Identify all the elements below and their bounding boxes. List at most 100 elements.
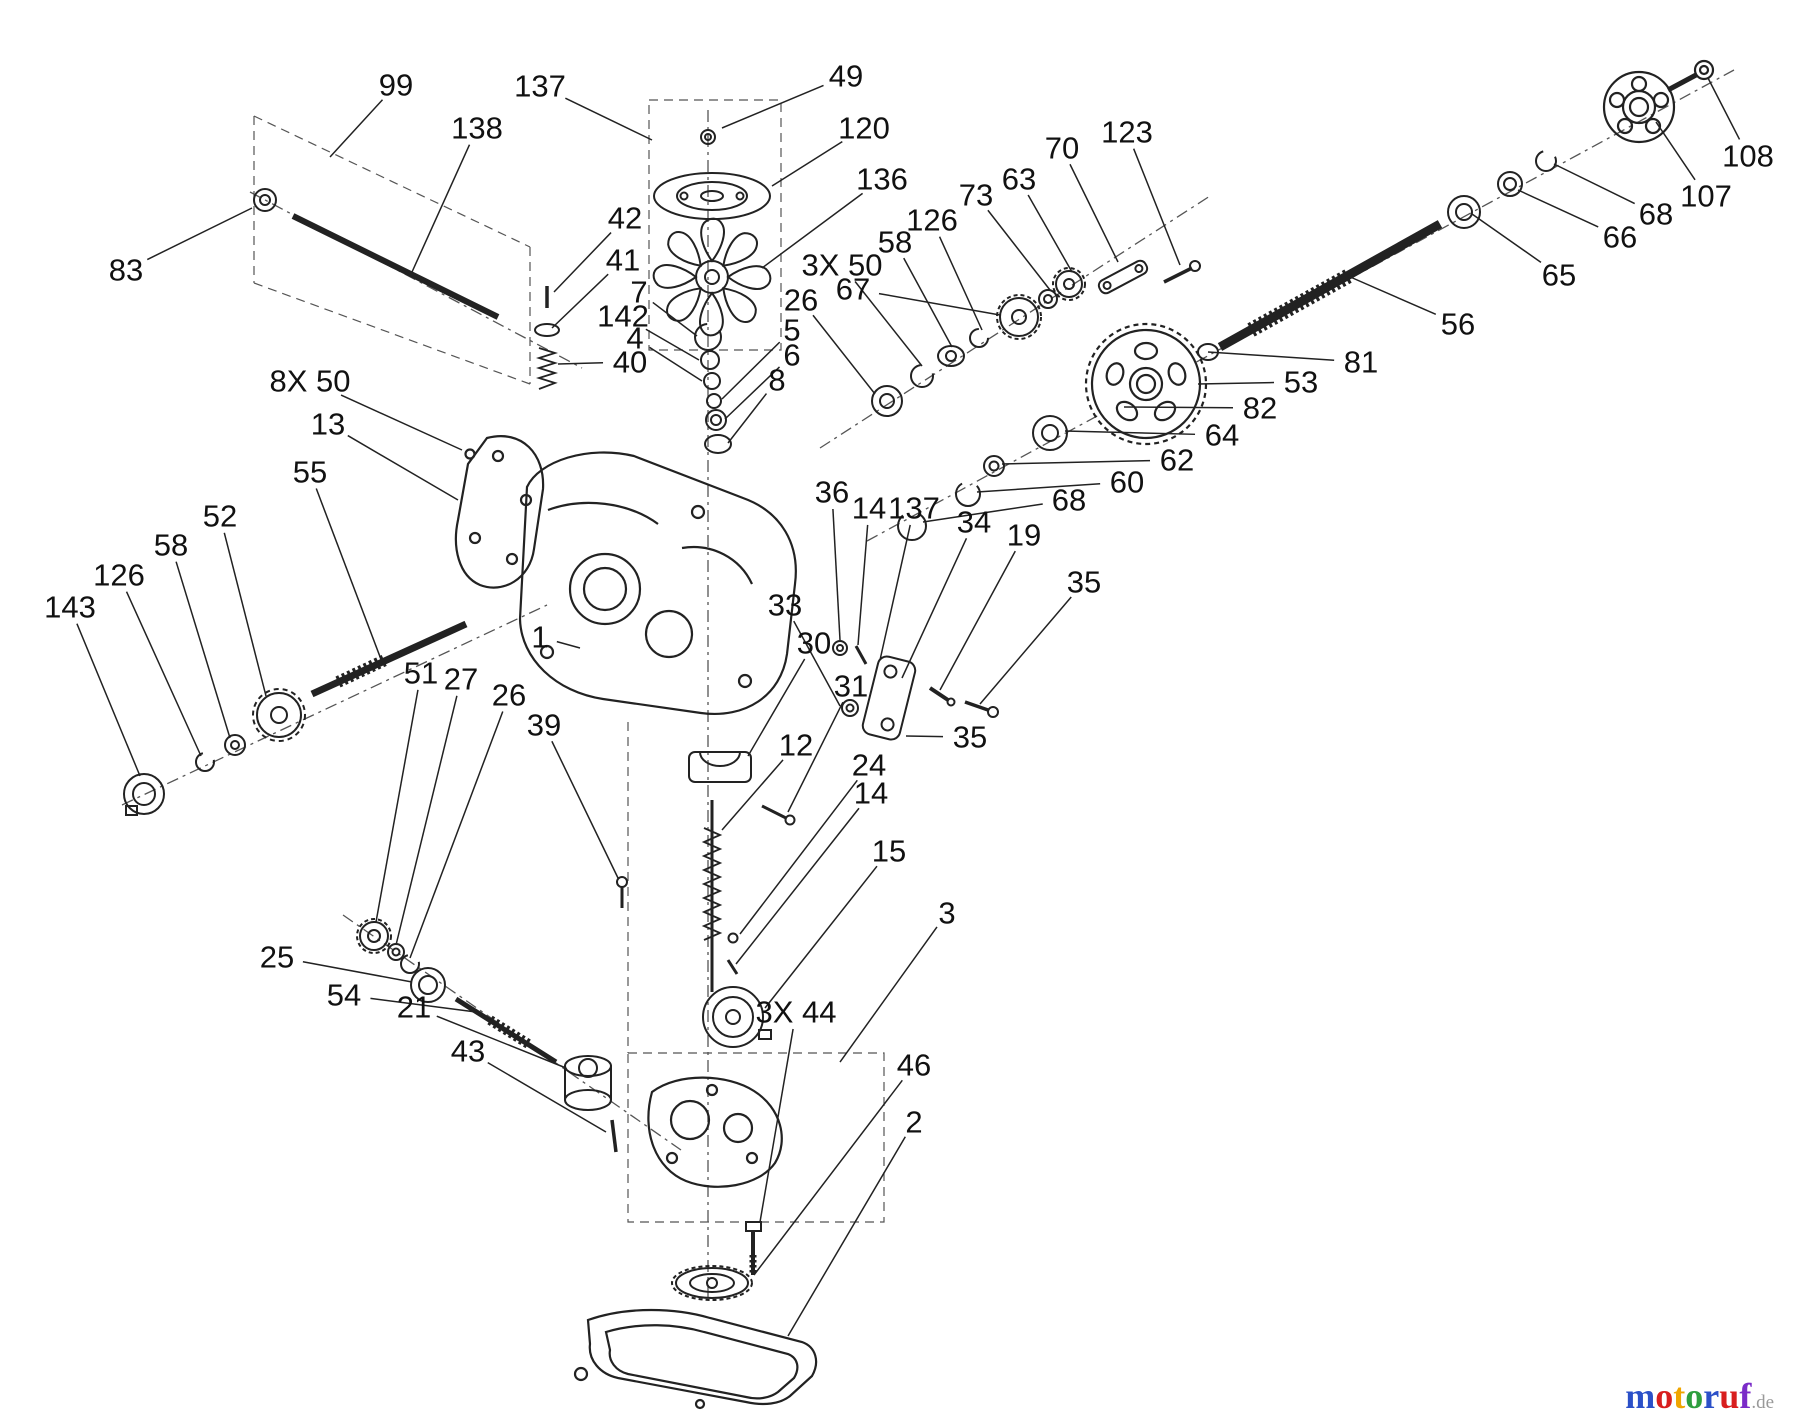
part-label: 15 xyxy=(872,834,906,869)
part-label: 36 xyxy=(815,475,849,510)
brake-assembly-drawing xyxy=(832,640,999,741)
part-label: 39 xyxy=(527,708,561,743)
part-label: 3 xyxy=(938,896,955,931)
part-label: 27 xyxy=(444,662,478,697)
leader-line xyxy=(315,488,383,663)
part-label: 56 xyxy=(1441,307,1475,342)
part-label: 70 xyxy=(1045,131,1079,166)
leader-line xyxy=(938,236,983,331)
part-label: 41 xyxy=(606,243,640,278)
leader-line xyxy=(125,591,202,757)
part-label: 68 xyxy=(1639,197,1673,232)
part-label: 67 xyxy=(836,272,870,307)
leader-line xyxy=(987,209,1051,291)
leader-line xyxy=(347,434,459,501)
fan-pulley-drawing xyxy=(653,129,771,220)
lower-left-gear-train-drawing xyxy=(356,918,612,1111)
leader-line xyxy=(553,232,612,293)
part-label: 137 xyxy=(888,491,940,526)
part-label: 8 xyxy=(768,363,785,398)
leader-line xyxy=(879,524,911,661)
leader-line xyxy=(1471,213,1542,263)
leader-line xyxy=(812,314,876,395)
leader-line xyxy=(793,620,841,707)
part-label: 107 xyxy=(1680,179,1732,214)
part-label: 123 xyxy=(1101,115,1153,150)
part-label: 3X 44 xyxy=(755,995,836,1030)
leader-line xyxy=(939,550,1016,691)
leader-line xyxy=(727,393,768,444)
leader-line xyxy=(1707,77,1741,140)
part-label: 43 xyxy=(451,1034,485,1069)
control-rod-drawing xyxy=(253,188,560,390)
leader-line xyxy=(1197,381,1275,385)
part-label: 82 xyxy=(1243,391,1277,426)
pump-parts-drawing xyxy=(610,751,796,1153)
leader-line xyxy=(649,346,703,382)
leader-line xyxy=(1347,275,1437,316)
part-label: 81 xyxy=(1344,345,1378,380)
part-label: 136 xyxy=(856,162,908,197)
leader-line xyxy=(551,740,619,879)
leader-line xyxy=(839,926,938,1063)
leader-line xyxy=(556,640,581,649)
leader-line xyxy=(1655,121,1696,181)
part-label: 26 xyxy=(492,678,526,713)
leader-line xyxy=(721,341,781,400)
leader-line xyxy=(753,1079,903,1276)
leader-line xyxy=(1123,406,1234,409)
part-label: 4 xyxy=(626,321,643,356)
leader-line xyxy=(1553,163,1636,205)
leader-line xyxy=(302,961,413,983)
leader-line xyxy=(565,97,653,141)
leader-line xyxy=(979,596,1072,705)
part-label: 7 xyxy=(630,275,647,310)
countershaft-parts-drawing xyxy=(871,259,1201,417)
part-label: 31 xyxy=(834,669,868,704)
leader-lines xyxy=(76,77,1741,1337)
leader-line xyxy=(76,623,141,777)
part-label: 46 xyxy=(897,1048,931,1083)
part-label: 26 xyxy=(784,283,818,318)
part-label: 126 xyxy=(906,203,958,238)
side-cover-drawing xyxy=(454,435,545,589)
watermark-domain-suffix: .de xyxy=(1751,1392,1774,1413)
cooling-fan-drawing xyxy=(652,217,772,337)
leader-line xyxy=(771,141,843,187)
leader-line xyxy=(146,207,253,261)
leader-line xyxy=(1064,430,1196,436)
watermark-brand-text: motoruf xyxy=(1625,1376,1751,1416)
part-label: 42 xyxy=(608,201,642,236)
leader-line xyxy=(375,689,419,923)
part-label: 63 xyxy=(1002,162,1036,197)
part-label: 34 xyxy=(957,505,991,540)
part-label: 19 xyxy=(1007,518,1041,553)
leader-line xyxy=(735,807,860,965)
watermark-letter: f xyxy=(1739,1376,1752,1416)
part-label: 49 xyxy=(829,59,863,94)
leader-line xyxy=(1001,459,1151,465)
leader-line xyxy=(922,503,1043,523)
leader-line xyxy=(1207,351,1335,361)
wheel-hub-drawing xyxy=(1602,59,1715,144)
leader-line xyxy=(787,1136,906,1337)
leader-line xyxy=(409,711,504,959)
leader-line xyxy=(747,658,806,757)
part-label: 126 xyxy=(93,558,145,593)
part-label: 6 xyxy=(783,338,800,373)
watermark-logo[interactable]: motoruf.de xyxy=(1625,1375,1774,1417)
part-label: 13 xyxy=(311,407,345,442)
part-label: 66 xyxy=(1603,220,1637,255)
leader-line xyxy=(436,1015,567,1069)
oil-pan-drawing xyxy=(573,1308,818,1410)
bevel-gear-drawing xyxy=(123,620,468,816)
leader-line xyxy=(759,1028,794,1223)
leader-line xyxy=(411,144,471,273)
part-label: 138 xyxy=(451,111,503,146)
part-label: 62 xyxy=(1160,443,1194,478)
leader-line xyxy=(551,273,609,329)
part-label: 53 xyxy=(1284,365,1318,400)
